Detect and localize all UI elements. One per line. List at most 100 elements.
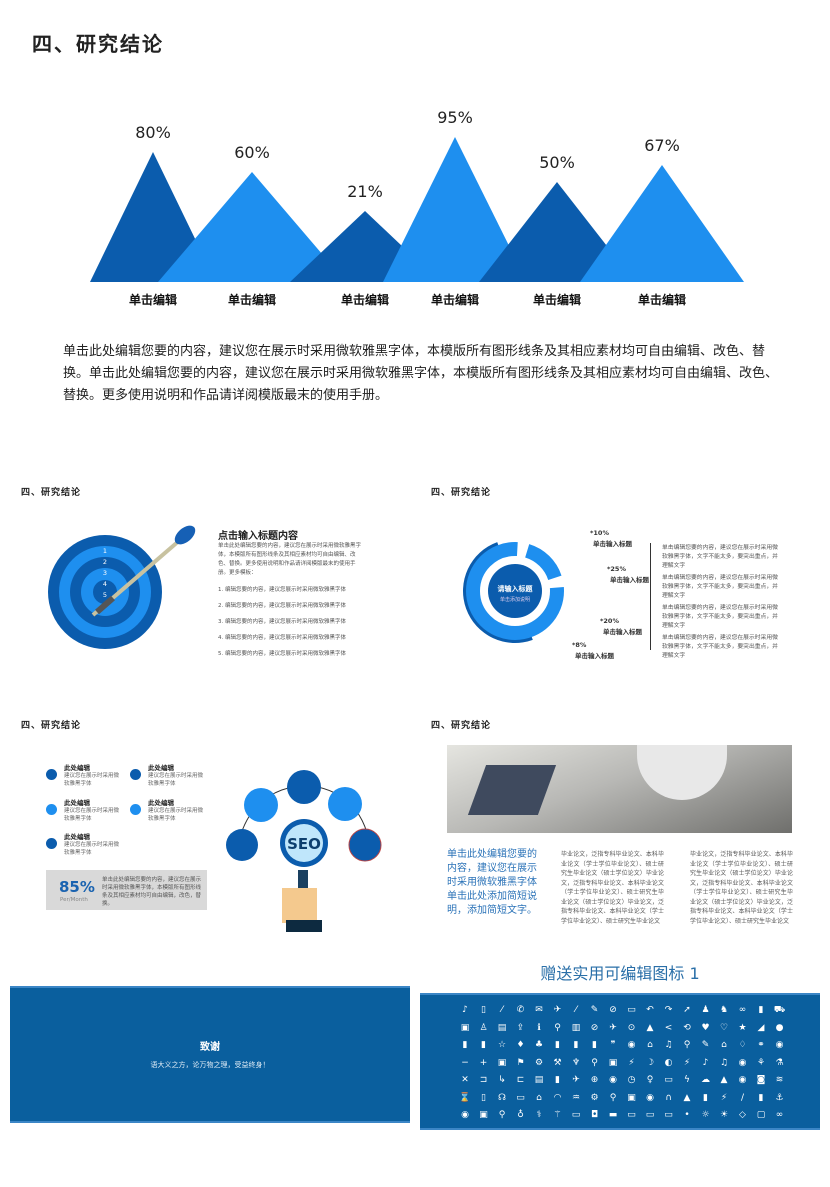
glyph-icon[interactable]: + bbox=[479, 1057, 488, 1068]
glyph-icon[interactable]: • bbox=[684, 1110, 690, 1120]
glyph-icon[interactable]: ✈ bbox=[572, 1075, 580, 1085]
glyph-icon[interactable]: ⚗ bbox=[775, 1057, 784, 1068]
glyph-icon[interactable]: ✈ bbox=[553, 1005, 562, 1015]
glyph-icon[interactable]: ◉ bbox=[646, 1092, 654, 1103]
glyph-icon[interactable]: ☀ bbox=[719, 1110, 729, 1120]
glyph-icon[interactable]: ▭ bbox=[627, 1005, 636, 1015]
glyph-icon[interactable]: ✉ bbox=[535, 1005, 543, 1015]
glyph-icon[interactable]: ⊐ bbox=[479, 1075, 488, 1085]
glyph-icon[interactable]: ⊏ bbox=[516, 1075, 525, 1085]
slide-photo[interactable]: 四、研究结论 单击此处编辑您要的内容，建议您在展示时采用微软雅黑字体单击此处添加… bbox=[415, 710, 830, 940]
glyph-icon[interactable]: ◉ bbox=[627, 1040, 636, 1050]
glyph-icon[interactable]: ⚘ bbox=[756, 1057, 766, 1068]
glyph-icon[interactable]: ▣ bbox=[627, 1092, 636, 1103]
glyph-icon[interactable]: ▤ bbox=[534, 1075, 544, 1085]
glyph-icon[interactable]: ⚚ bbox=[553, 1110, 562, 1120]
icons-slide[interactable]: ♪▯⁄✆✉✈⁄✎⊘▭↶↷➚♟♞∞▮⛟▣♙▤⇪ℹ⚲▥⊘✈⊙▲<⟲♥♡★◢●▮▮☆♦… bbox=[420, 993, 820, 1130]
glyph-icon[interactable]: ⚲ bbox=[683, 1040, 691, 1050]
glyph-icon[interactable]: ▢ bbox=[756, 1110, 766, 1120]
glyph-icon[interactable]: ♥ bbox=[701, 1022, 710, 1033]
glyph-icon[interactable]: ⚡ bbox=[628, 1057, 635, 1068]
glyph-icon[interactable]: ♪ bbox=[462, 1005, 468, 1015]
glyph-icon[interactable]: ↶ bbox=[646, 1005, 654, 1015]
glyph-icon[interactable]: ▮ bbox=[555, 1075, 560, 1085]
glyph-icon[interactable]: ⚲ bbox=[609, 1092, 617, 1103]
glyph-icon[interactable]: ⚕ bbox=[536, 1110, 542, 1120]
glyph-icon[interactable]: ◷ bbox=[627, 1075, 636, 1085]
glyph-icon[interactable]: ☁ bbox=[701, 1075, 710, 1085]
glyph-icon[interactable]: ◉ bbox=[738, 1057, 747, 1068]
glyph-icon[interactable]: ♣ bbox=[534, 1040, 544, 1050]
glyph-icon[interactable]: ↳ bbox=[498, 1075, 506, 1085]
glyph-icon[interactable]: ◠ bbox=[553, 1092, 562, 1103]
glyph-icon[interactable]: ☽ bbox=[645, 1057, 655, 1068]
glyph-icon[interactable]: ⊕ bbox=[590, 1075, 599, 1085]
glyph-icon[interactable]: ♪ bbox=[702, 1057, 709, 1068]
glyph-icon[interactable]: < bbox=[664, 1022, 673, 1033]
glyph-icon[interactable]: ℹ bbox=[537, 1022, 541, 1033]
glyph-icon[interactable]: ▬ bbox=[608, 1110, 618, 1120]
slide-ring[interactable]: 四、研究结论 请输入标题 单击添加说明 *10%单击输入标题*25%单击输入标题… bbox=[415, 480, 830, 680]
glyph-icon[interactable]: ▲ bbox=[683, 1092, 691, 1103]
glyph-icon[interactable]: ▥ bbox=[571, 1022, 581, 1033]
glyph-icon[interactable]: ▲ bbox=[720, 1075, 728, 1085]
glyph-icon[interactable]: ▭ bbox=[645, 1110, 655, 1120]
glyph-icon[interactable]: / bbox=[740, 1092, 745, 1103]
glyph-icon[interactable]: ⊘ bbox=[590, 1022, 599, 1033]
glyph-icon[interactable]: ≋ bbox=[775, 1075, 784, 1085]
glyph-icon[interactable]: ▤ bbox=[497, 1022, 507, 1033]
slide-seo[interactable]: 四、研究结论 此处编辑建议您在展示时采用微软雅黑字体此处编辑建议您在展示时采用微… bbox=[0, 710, 415, 940]
glyph-icon[interactable]: ▮ bbox=[592, 1040, 597, 1050]
glyph-icon[interactable]: ⊙ bbox=[627, 1022, 636, 1033]
glyph-icon[interactable]: ▭ bbox=[664, 1075, 673, 1085]
glyph-icon[interactable]: ⇪ bbox=[516, 1022, 525, 1033]
glyph-icon[interactable]: ▮ bbox=[573, 1040, 579, 1050]
glyph-icon[interactable]: ♟ bbox=[701, 1005, 710, 1015]
glyph-icon[interactable]: ☆ bbox=[497, 1040, 507, 1050]
glyph-icon[interactable]: ♙ bbox=[479, 1022, 488, 1033]
glyph-icon[interactable]: ⚡ bbox=[683, 1057, 691, 1068]
glyph-icon[interactable]: ✈ bbox=[609, 1022, 617, 1033]
glyph-icon[interactable]: ⚲ bbox=[498, 1110, 506, 1120]
glyph-icon[interactable]: ★ bbox=[738, 1022, 747, 1033]
glyph-icon[interactable]: ● bbox=[775, 1022, 784, 1033]
glyph-icon[interactable]: ▣ bbox=[497, 1057, 507, 1068]
glyph-icon[interactable]: ⊘ bbox=[609, 1005, 617, 1015]
glyph-icon[interactable]: ♫ bbox=[664, 1040, 673, 1050]
glyph-icon[interactable]: ♁ bbox=[517, 1110, 524, 1120]
glyph-icon[interactable]: ❞ bbox=[610, 1040, 616, 1050]
glyph-icon[interactable]: ⚲ bbox=[591, 1057, 598, 1068]
glyph-icon[interactable]: ⚭ bbox=[757, 1040, 765, 1050]
glyph-icon[interactable]: ▣ bbox=[608, 1057, 618, 1068]
glyph-icon[interactable]: ▣ bbox=[479, 1110, 488, 1120]
glyph-icon[interactable]: ϟ bbox=[684, 1075, 690, 1085]
glyph-icon[interactable]: ⌂ bbox=[647, 1040, 653, 1050]
glyph-icon[interactable]: ➚ bbox=[683, 1005, 691, 1015]
glyph-icon[interactable]: ∞ bbox=[738, 1005, 747, 1015]
glyph-icon[interactable]: ⚙ bbox=[534, 1057, 544, 1068]
glyph-icon[interactable]: ▭ bbox=[664, 1110, 673, 1120]
glyph-icon[interactable]: ▮ bbox=[555, 1040, 560, 1050]
glyph-icon[interactable]: ▮ bbox=[758, 1005, 764, 1015]
glyph-icon[interactable]: ⚲ bbox=[554, 1022, 561, 1033]
glyph-icon[interactable]: ◘ bbox=[590, 1110, 599, 1120]
glyph-icon[interactable]: ⁄ bbox=[575, 1005, 577, 1015]
glyph-icon[interactable]: − bbox=[461, 1057, 469, 1068]
glyph-icon[interactable]: ⚡ bbox=[720, 1092, 728, 1103]
glyph-icon[interactable]: ☼ bbox=[701, 1110, 710, 1120]
glyph-icon[interactable]: ⚙ bbox=[590, 1092, 599, 1103]
thanks-slide[interactable]: 致谢 语大义之方，论万物之理，受益终身！ bbox=[10, 986, 410, 1123]
glyph-icon[interactable]: ☊ bbox=[498, 1092, 506, 1103]
glyph-icon[interactable]: ♦ bbox=[516, 1040, 525, 1050]
glyph-icon[interactable]: ▭ bbox=[516, 1092, 525, 1103]
glyph-icon[interactable]: ▣ bbox=[460, 1022, 470, 1033]
glyph-icon[interactable]: ⛟ bbox=[773, 1005, 786, 1015]
glyph-icon[interactable]: ▭ bbox=[627, 1110, 636, 1120]
glyph-icon[interactable]: ✎ bbox=[701, 1040, 710, 1050]
glyph-icon[interactable]: ♞ bbox=[719, 1005, 729, 1015]
glyph-icon[interactable]: ◉ bbox=[461, 1110, 469, 1120]
glyph-icon[interactable]: ▭ bbox=[571, 1110, 581, 1120]
glyph-icon[interactable]: ✆ bbox=[516, 1005, 525, 1015]
glyph-icon[interactable]: ◉ bbox=[775, 1040, 784, 1050]
